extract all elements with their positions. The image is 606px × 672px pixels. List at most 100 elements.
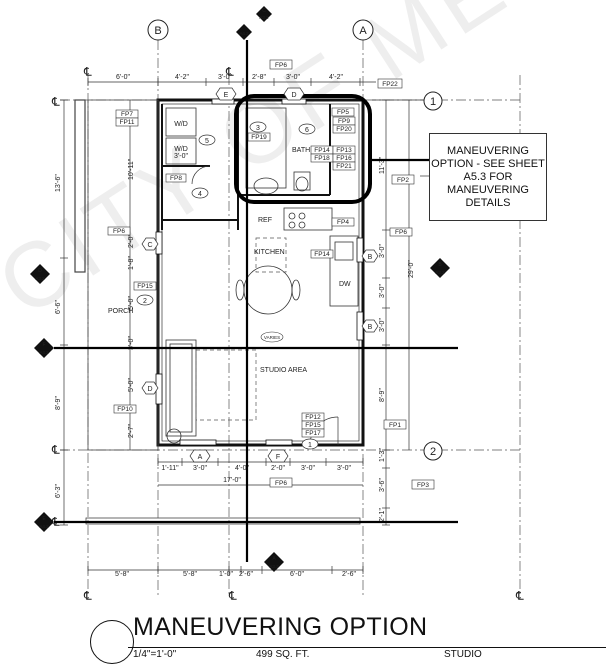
top-dim-4: 2'-8": [252, 74, 266, 81]
left-inner-dim-2: 2'-0": [128, 234, 135, 248]
top-dim-1: 6'-0": [116, 74, 130, 81]
window-tag-b2-label: B: [368, 324, 373, 331]
right-dim-3: 3'-0": [379, 284, 386, 298]
bottom-dim-row2-5: 6'-0": [290, 571, 304, 578]
key-note-5-label: 5: [205, 138, 209, 145]
bottom-dim-row2-4: 2'-6": [239, 571, 253, 578]
fp-tag-fp17: FP17: [301, 428, 325, 438]
key-note-5: 5: [198, 134, 216, 146]
right-dim-overall: 29'-0": [408, 260, 415, 278]
window-tag-e-label: E: [224, 92, 229, 99]
fp-tag-fp22-label: FP22: [382, 81, 398, 88]
fp-tag-fp6-top: FP6: [269, 59, 293, 70]
fp-tag-fp10-label: FP10: [117, 406, 133, 413]
right-dim-5: 8'-9": [379, 388, 386, 402]
fp-tag-fp17-label: FP17: [305, 430, 321, 437]
fp-tag-fp7-label: FP7: [121, 111, 133, 118]
fp-tag-fp4-label: FP4: [337, 219, 349, 226]
right-dim-4: 3'-0": [379, 318, 386, 332]
left-dim-1: 13'-6": [55, 174, 62, 192]
fp-tag-fp15: FP15: [133, 281, 157, 291]
drawing-area: 499 SQ. FT.: [256, 649, 310, 660]
fp-tag-fp20: FP20: [332, 124, 356, 134]
washer-dryer-labels: W/D W/D 3'-0": [174, 121, 188, 160]
left-inner-dim-3: 1'-8": [128, 256, 135, 270]
title-reference-circle: [90, 620, 134, 664]
fp-tag-fp15-label: FP15: [137, 283, 153, 290]
fp-tag-fp12: FP12: [301, 412, 325, 422]
centerline-symbol-left-1: ℄: [51, 95, 60, 109]
top-dimension-labels: 6'-0" 4'-2" 3'-0" 2'-8" 3'-0" 4'-2": [116, 74, 343, 81]
callout-leader: [372, 99, 429, 177]
window-tag-b2: B: [361, 319, 379, 333]
dimension-lines-left: [60, 99, 131, 526]
section-marker-left-label: A3.2: [35, 276, 45, 281]
section-marker-right-label: B: [438, 262, 442, 268]
fp-tag-fp9: FP9: [332, 116, 356, 126]
bottom-dim-2: 3'-0": [193, 465, 207, 472]
grid-bubble-1: 1: [423, 91, 443, 111]
bottom-dim-3: 4'-0": [235, 465, 249, 472]
room-label-studio: STUDIO AREA: [260, 367, 307, 374]
left-inner-dim-1: 10'-11": [128, 158, 135, 180]
studio-rug-outline: [195, 349, 257, 421]
window-tag-c-label: C: [147, 242, 152, 249]
section-marker-right: B A3.2: [430, 258, 450, 278]
wd-label-2: W/D: [174, 146, 188, 153]
window-tag-a: A: [189, 449, 211, 463]
dimension-lines-bottom: [87, 458, 364, 574]
fp-tag-fp4: FP4: [331, 217, 355, 227]
fp-tag-fp7: FP7: [115, 109, 139, 119]
sofa: [165, 339, 197, 444]
centerline-symbol-bottom-4: ℄: [225, 65, 234, 79]
centerline-symbol-bottom-2: ℄: [228, 589, 237, 603]
right-dimension-labels: 29'-0" 11'-3" 3'-0" 3'-0" 3'-0" 8'-9" 1'…: [379, 156, 415, 522]
section-cut-lines: [54, 40, 458, 562]
section-marker-left-f-label: F: [42, 342, 45, 348]
fp-tag-fp9-label: FP9: [338, 118, 350, 125]
varies-tag: VARIES: [260, 331, 284, 343]
window-tag-d-left: D: [141, 381, 159, 395]
key-note-6: 6: [298, 123, 316, 135]
fp-tag-fp8-label: FP8: [170, 175, 182, 182]
fp-tag-fp13-label: FP13: [336, 147, 352, 154]
fp-tag-fp2: FP2: [391, 174, 415, 185]
grid-bubble-2: 2: [423, 441, 443, 461]
window-tag-f: F: [267, 449, 289, 463]
wd-label-1: W/D: [174, 121, 188, 128]
unit-type: STUDIO: [444, 649, 482, 660]
section-marker-left: D A3.2: [30, 264, 50, 284]
fp-tag-fp15b-label: FP15: [305, 422, 321, 429]
fp-tag-fp6-right-label: FP6: [395, 229, 407, 236]
fp-tag-fp21: FP21: [332, 161, 356, 171]
room-label-dw: DW: [339, 281, 351, 288]
bottom-dim-4: 2'-0": [271, 465, 285, 472]
window-tag-d-top-label: D: [291, 92, 296, 99]
window-tag-c: C: [141, 237, 159, 251]
window-tag-d-top: D: [283, 87, 305, 101]
fp-tag-fp21-label: FP21: [336, 163, 352, 170]
key-note-2-label: 2: [143, 298, 147, 305]
dining-table: [235, 265, 301, 315]
dimension-lines-right: [382, 99, 410, 526]
section-marker-bottom-label: A: [272, 556, 276, 562]
left-dim-3: 8'-9": [55, 396, 62, 410]
key-note-3: 3: [249, 121, 267, 133]
section-marker-left-f: F A4.2: [34, 338, 54, 358]
section-marker-top-label: C: [262, 8, 266, 14]
top-dim-2: 4'-2": [175, 74, 189, 81]
grid-bubble-b-label: B: [154, 25, 161, 37]
fp-tag-fp19: FP19: [247, 132, 271, 142]
fp-tag-fp1: FP1: [383, 419, 407, 430]
window-tag-f-label: F: [276, 454, 280, 461]
bottom-dim-overall: 17'-0": [223, 477, 241, 484]
fp-tag-fp6-bottom-label: FP6: [275, 480, 287, 487]
fp-tag-fp16-label: FP16: [336, 155, 352, 162]
key-note-1: 1: [301, 438, 319, 450]
fp-tag-fp6-left: FP6: [107, 226, 131, 236]
fp-tag-fp14a-label: FP14: [314, 147, 330, 154]
fp-tag-fp13: FP13: [332, 145, 356, 155]
section-marker-top-label: A4.2: [239, 31, 249, 36]
top-dim-6: 4'-2": [329, 74, 343, 81]
fp-tag-fp5: FP5: [331, 107, 355, 117]
